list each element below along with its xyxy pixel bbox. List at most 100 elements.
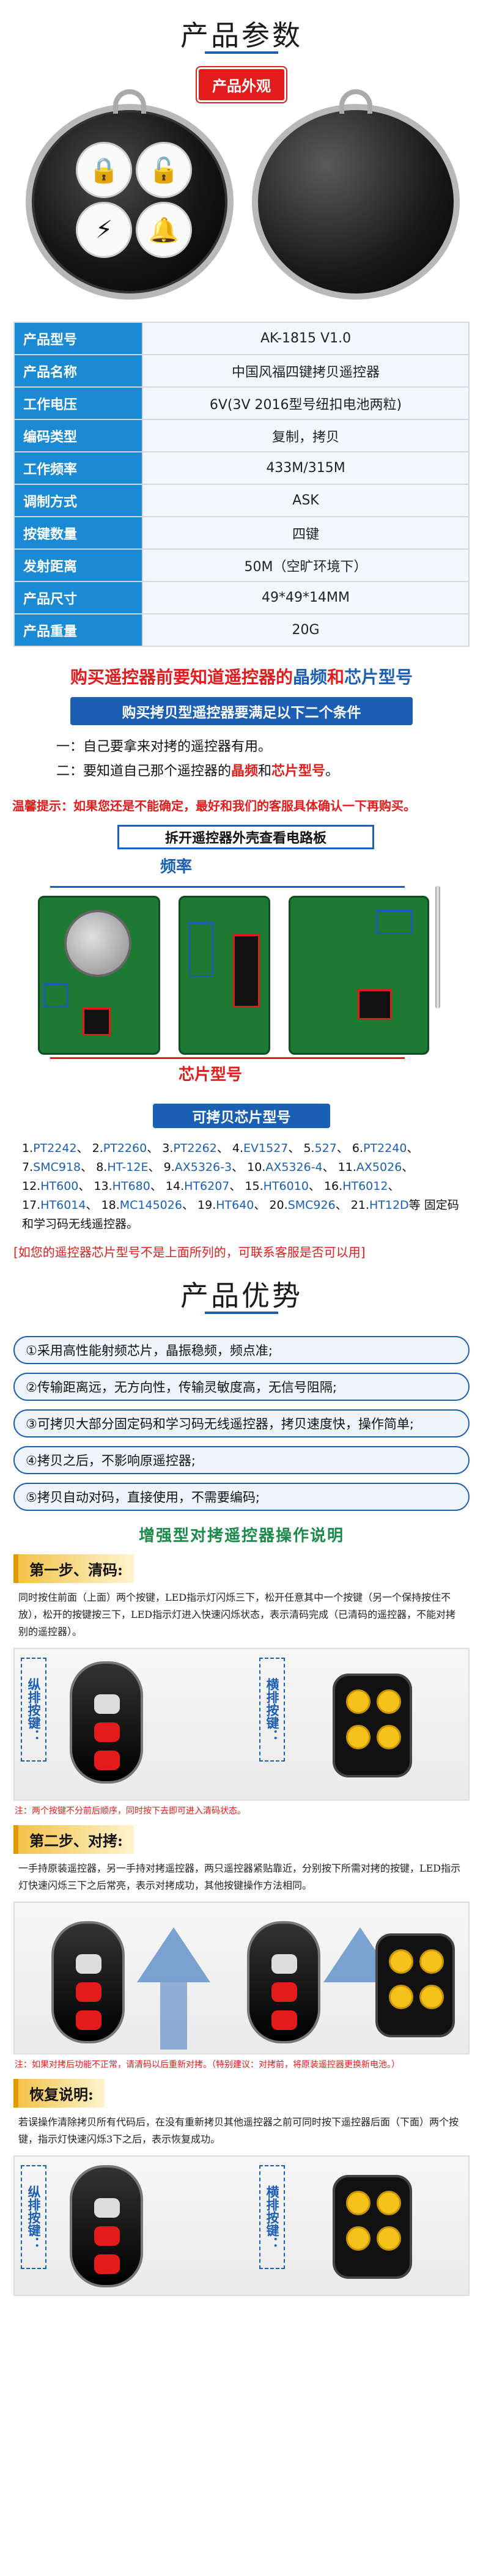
step1-desc: 同时按住前面（上面）两个按键，LED指示灯闪烁三下，松开任意其中一个按键（另一个… — [18, 1592, 456, 1637]
advantage-item: ⑤拷贝自动对码，直接使用，不需要编码; — [13, 1483, 470, 1511]
chip-model-item: 20.SMC926、 — [269, 1198, 350, 1212]
chip-model-item: 11.AX5026、 — [338, 1161, 414, 1174]
chip-model-item: 15.HT6010、 — [245, 1179, 324, 1193]
chip-model: AX5326-4 — [265, 1161, 323, 1174]
chip-sep: 、 — [336, 1142, 348, 1155]
chip-sep: 、 — [150, 1179, 162, 1193]
condition-2-text: 二：要知道自己那个遥控器的 — [56, 764, 232, 779]
headline-freq: 晶频 — [292, 667, 327, 687]
chip-sep: 、 — [335, 1198, 347, 1212]
lightning-icon: ⚡ — [76, 202, 132, 258]
advantage-item: ①采用高性能射频芯片，晶振稳频，频点准; — [13, 1336, 470, 1364]
section-title: 产品优势 — [180, 1279, 303, 1312]
chip-model-item: 8.HT-12E、 — [96, 1161, 163, 1174]
remote-button — [271, 1982, 297, 2002]
chip-model: HT6207 — [184, 1179, 230, 1193]
remote-button — [377, 2191, 401, 2215]
chip-sep: 、 — [229, 1179, 242, 1193]
chip-index: 5. — [303, 1142, 315, 1155]
chip-box — [233, 934, 260, 1008]
pcb-board-2 — [179, 896, 270, 1055]
chip-index: 11. — [337, 1161, 356, 1174]
black-remote — [247, 1921, 320, 2043]
condition-2-end: 。 — [325, 764, 339, 779]
conditions-list: 一：自己要拿来对拷的遥控器有用。 二：要知道自己那个遥控器的晶频和芯片型号。 — [56, 735, 483, 784]
advantages-list: ①采用高性能射频芯片，晶振稳频，频点准;②传输距离远，无方向性，传输灵敏度高，无… — [13, 1336, 470, 1511]
spec-value: ASK — [142, 484, 470, 517]
step1-note: 注：两个按键不分前后顺序，同时按下去即可进入清码状态。 — [15, 1806, 246, 1816]
chip-index: 21. — [350, 1198, 369, 1212]
spec-row: 产品名称中国风福四键拷贝遥控器 — [13, 354, 470, 388]
condition-2-and: 和 — [258, 764, 272, 779]
step3-left-label: 纵排按键： — [21, 2165, 46, 2269]
remote-button — [419, 1949, 444, 1974]
remote-button — [94, 1694, 120, 1714]
step1-right-label: 横排按键： — [259, 1658, 285, 1762]
remote-button — [94, 1751, 120, 1770]
chips-list: 1.PT2242、 2.PT2260、 3.PT2262、 4.EV1527、 … — [22, 1139, 461, 1234]
spec-value: 20G — [142, 613, 470, 647]
chip-model-item: 12.HT600、 — [22, 1179, 94, 1193]
warm-tip: 温馨提示：如果您还是不能确定，最好和我们的客服具体确认一下再购买。 — [12, 799, 416, 813]
chip-model-item: 9.AX5326-3、 — [164, 1161, 248, 1174]
keyring-loop — [113, 89, 146, 114]
chip-model-item: 16.HT6012、 — [324, 1179, 399, 1193]
spec-value: 6V(3V 2016型号纽扣电池两粒) — [142, 386, 470, 420]
chip-sep: 、 — [288, 1142, 300, 1155]
chip-sep: 、 — [388, 1179, 400, 1193]
remote-front-image: 🔒 🔓 ⚡ 🔔 — [26, 89, 234, 300]
title-underline — [205, 1312, 278, 1314]
freq-crystal-box — [376, 910, 413, 934]
chips-header: 可拷贝芯片型号 — [153, 1104, 330, 1128]
chip-model: HT6014 — [40, 1198, 86, 1212]
chip-model-item: 17.HT6014、 — [22, 1198, 101, 1212]
step3-tag: 恢复说明: — [13, 2079, 105, 2108]
remote-button — [271, 1954, 297, 1974]
spec-key: 发射距离 — [13, 548, 143, 582]
chip-model-item: 18.MC145026、 — [101, 1198, 197, 1212]
chip-index: 18. — [101, 1198, 120, 1212]
remote-button — [94, 1722, 120, 1742]
spec-value: 中国风福四键拷贝遥控器 — [142, 354, 470, 388]
chip-box — [83, 1008, 111, 1036]
step1-image: 纵排按键： 横排按键： — [13, 1648, 470, 1801]
chip-model: HT12D — [369, 1198, 409, 1212]
chip-model: HT600 — [40, 1179, 79, 1193]
remote-button — [76, 1954, 101, 1974]
chip-index: 12. — [22, 1179, 41, 1193]
yellow-key-remote — [333, 2175, 412, 2279]
chip-index: 17. — [22, 1198, 41, 1212]
spec-value: 复制，拷贝 — [142, 419, 470, 452]
chip-index: 6. — [352, 1142, 364, 1155]
chip-sep: 、 — [147, 1142, 159, 1155]
remote-button — [76, 2010, 101, 2030]
chip-index: 10. — [247, 1161, 266, 1174]
buy-tip-headline: 购买遥控器前要知道遥控器的晶频和芯片型号 — [0, 664, 483, 688]
advantage-item: ④拷贝之后，不影响原遥控器; — [13, 1446, 470, 1474]
spec-key: 工作电压 — [13, 386, 143, 420]
headline-and: 和 — [327, 667, 345, 687]
remote-button — [377, 1725, 401, 1749]
chip-sep: 、 — [308, 1179, 320, 1193]
chip-model-item: 21.HT12D等 — [351, 1198, 424, 1212]
chip-model-item: 4.EV1527、 — [232, 1142, 304, 1155]
coin-battery — [64, 910, 131, 977]
pcb-board-1 — [38, 896, 160, 1055]
chip-index: 1. — [22, 1142, 34, 1155]
step3-desc: 若误操作清除拷贝所有代码后，在没有重新拷贝其他遥控器之前可同时按下遥控器后面（下… — [18, 2116, 459, 2145]
chip-model: HT-12E — [107, 1161, 149, 1174]
chip-sep: 、 — [407, 1142, 419, 1155]
lock-icon: 🔒 — [76, 142, 132, 198]
advantage-item: ③可拷贝大部分固定码和学习码无线遥控器，拷贝速度快，操作简单; — [13, 1409, 470, 1437]
antenna — [435, 886, 440, 1008]
chip-sep: 、 — [216, 1142, 229, 1155]
freq-pointer-line — [50, 886, 405, 888]
remote-button — [76, 1982, 101, 2002]
remote-button — [346, 2191, 371, 2215]
chip-index: 13. — [94, 1179, 112, 1193]
chip-model: PT2260 — [103, 1142, 147, 1155]
